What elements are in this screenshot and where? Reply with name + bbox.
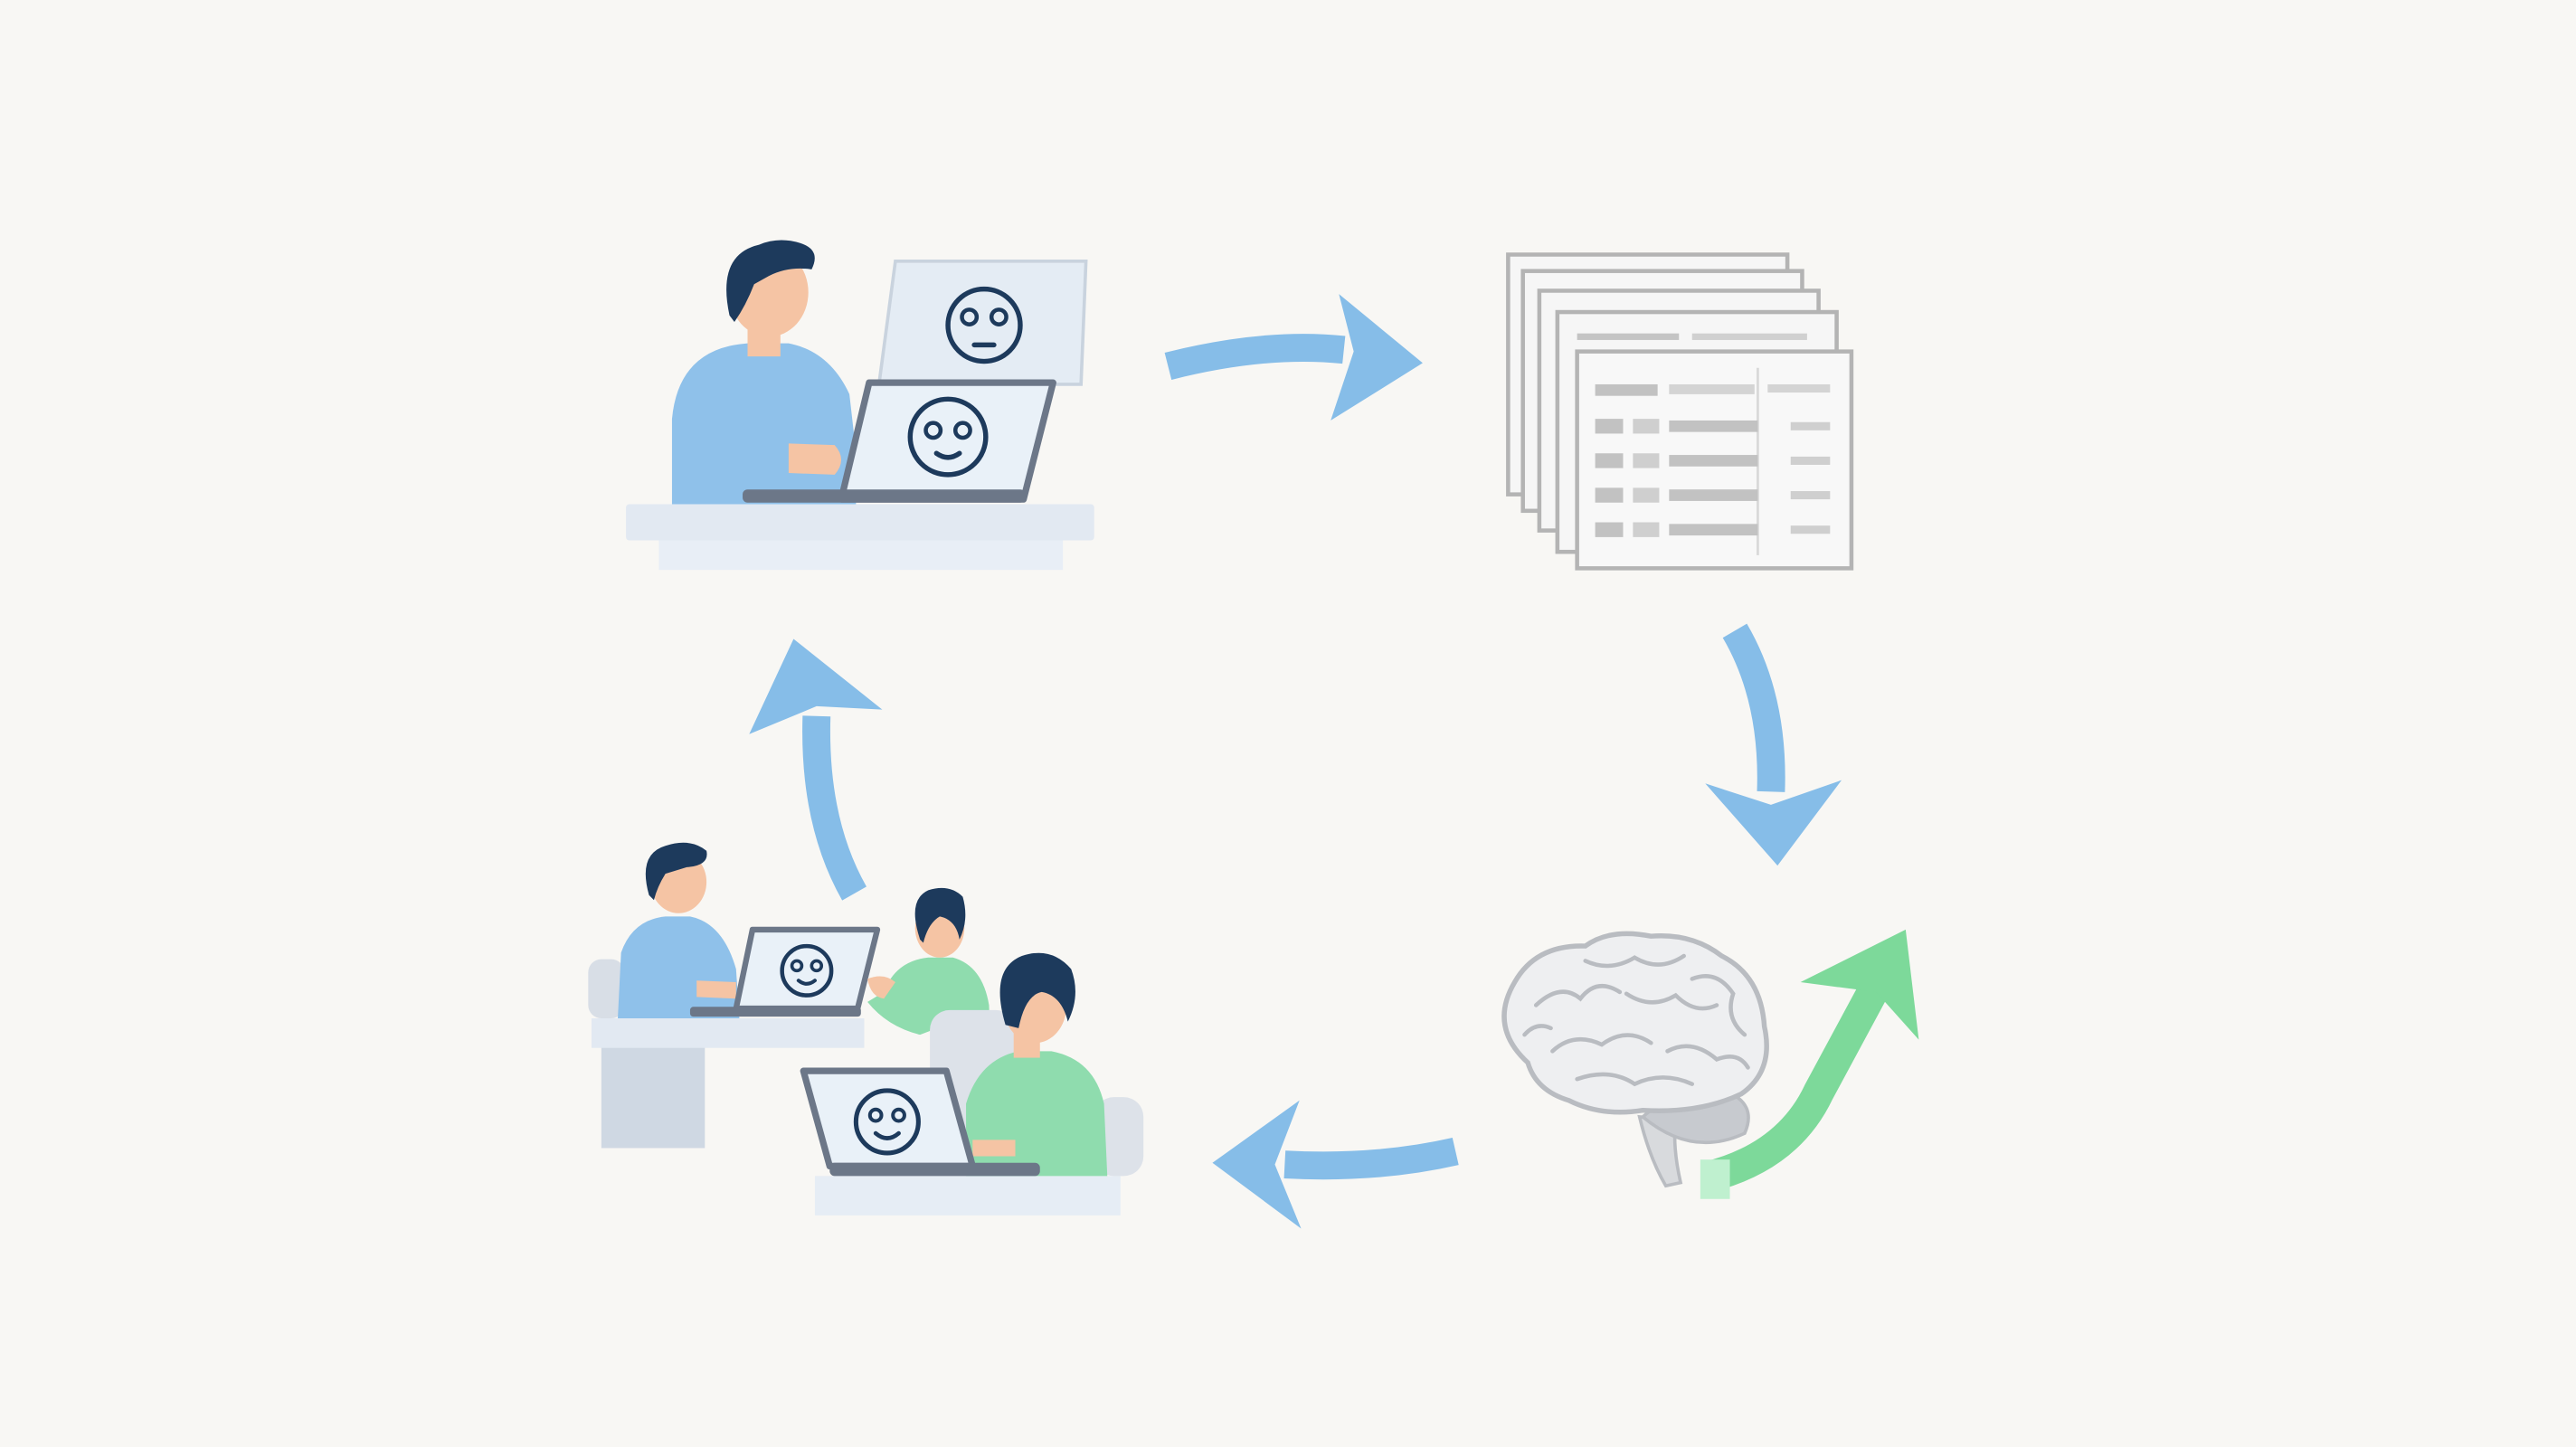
chair	[1094, 1097, 1144, 1177]
node-analysis	[1501, 929, 1919, 1199]
node-feedback-documents	[1506, 252, 1854, 571]
person-icon	[618, 842, 740, 1018]
smiley-face-icon	[853, 1088, 921, 1156]
desk-icon	[591, 1017, 865, 1149]
brain-icon	[1501, 931, 1769, 1188]
arrow-up-icon	[749, 638, 883, 901]
node-single-user-testing	[626, 240, 1094, 571]
node-team-collaboration	[588, 842, 1144, 1215]
desk-icon	[626, 504, 1094, 571]
arrow-down-icon	[1705, 623, 1842, 866]
laptop-icon	[800, 1067, 1040, 1177]
smiley-face-icon	[780, 943, 834, 998]
chair	[588, 959, 625, 1018]
arrow-right-icon	[1164, 294, 1423, 421]
desk-icon	[814, 1176, 1121, 1215]
back-screen	[876, 259, 1088, 386]
laptop-icon	[689, 926, 881, 1017]
laptop-icon	[743, 379, 1056, 503]
growth-arrow-icon	[1700, 929, 1919, 1199]
neutral-face-icon	[945, 286, 1023, 364]
person-icon	[671, 240, 857, 505]
arrow-left-icon	[1212, 1100, 1459, 1229]
smiley-face-icon	[907, 396, 989, 478]
person-icon	[966, 952, 1108, 1177]
document-stack-icon	[1506, 252, 1854, 571]
